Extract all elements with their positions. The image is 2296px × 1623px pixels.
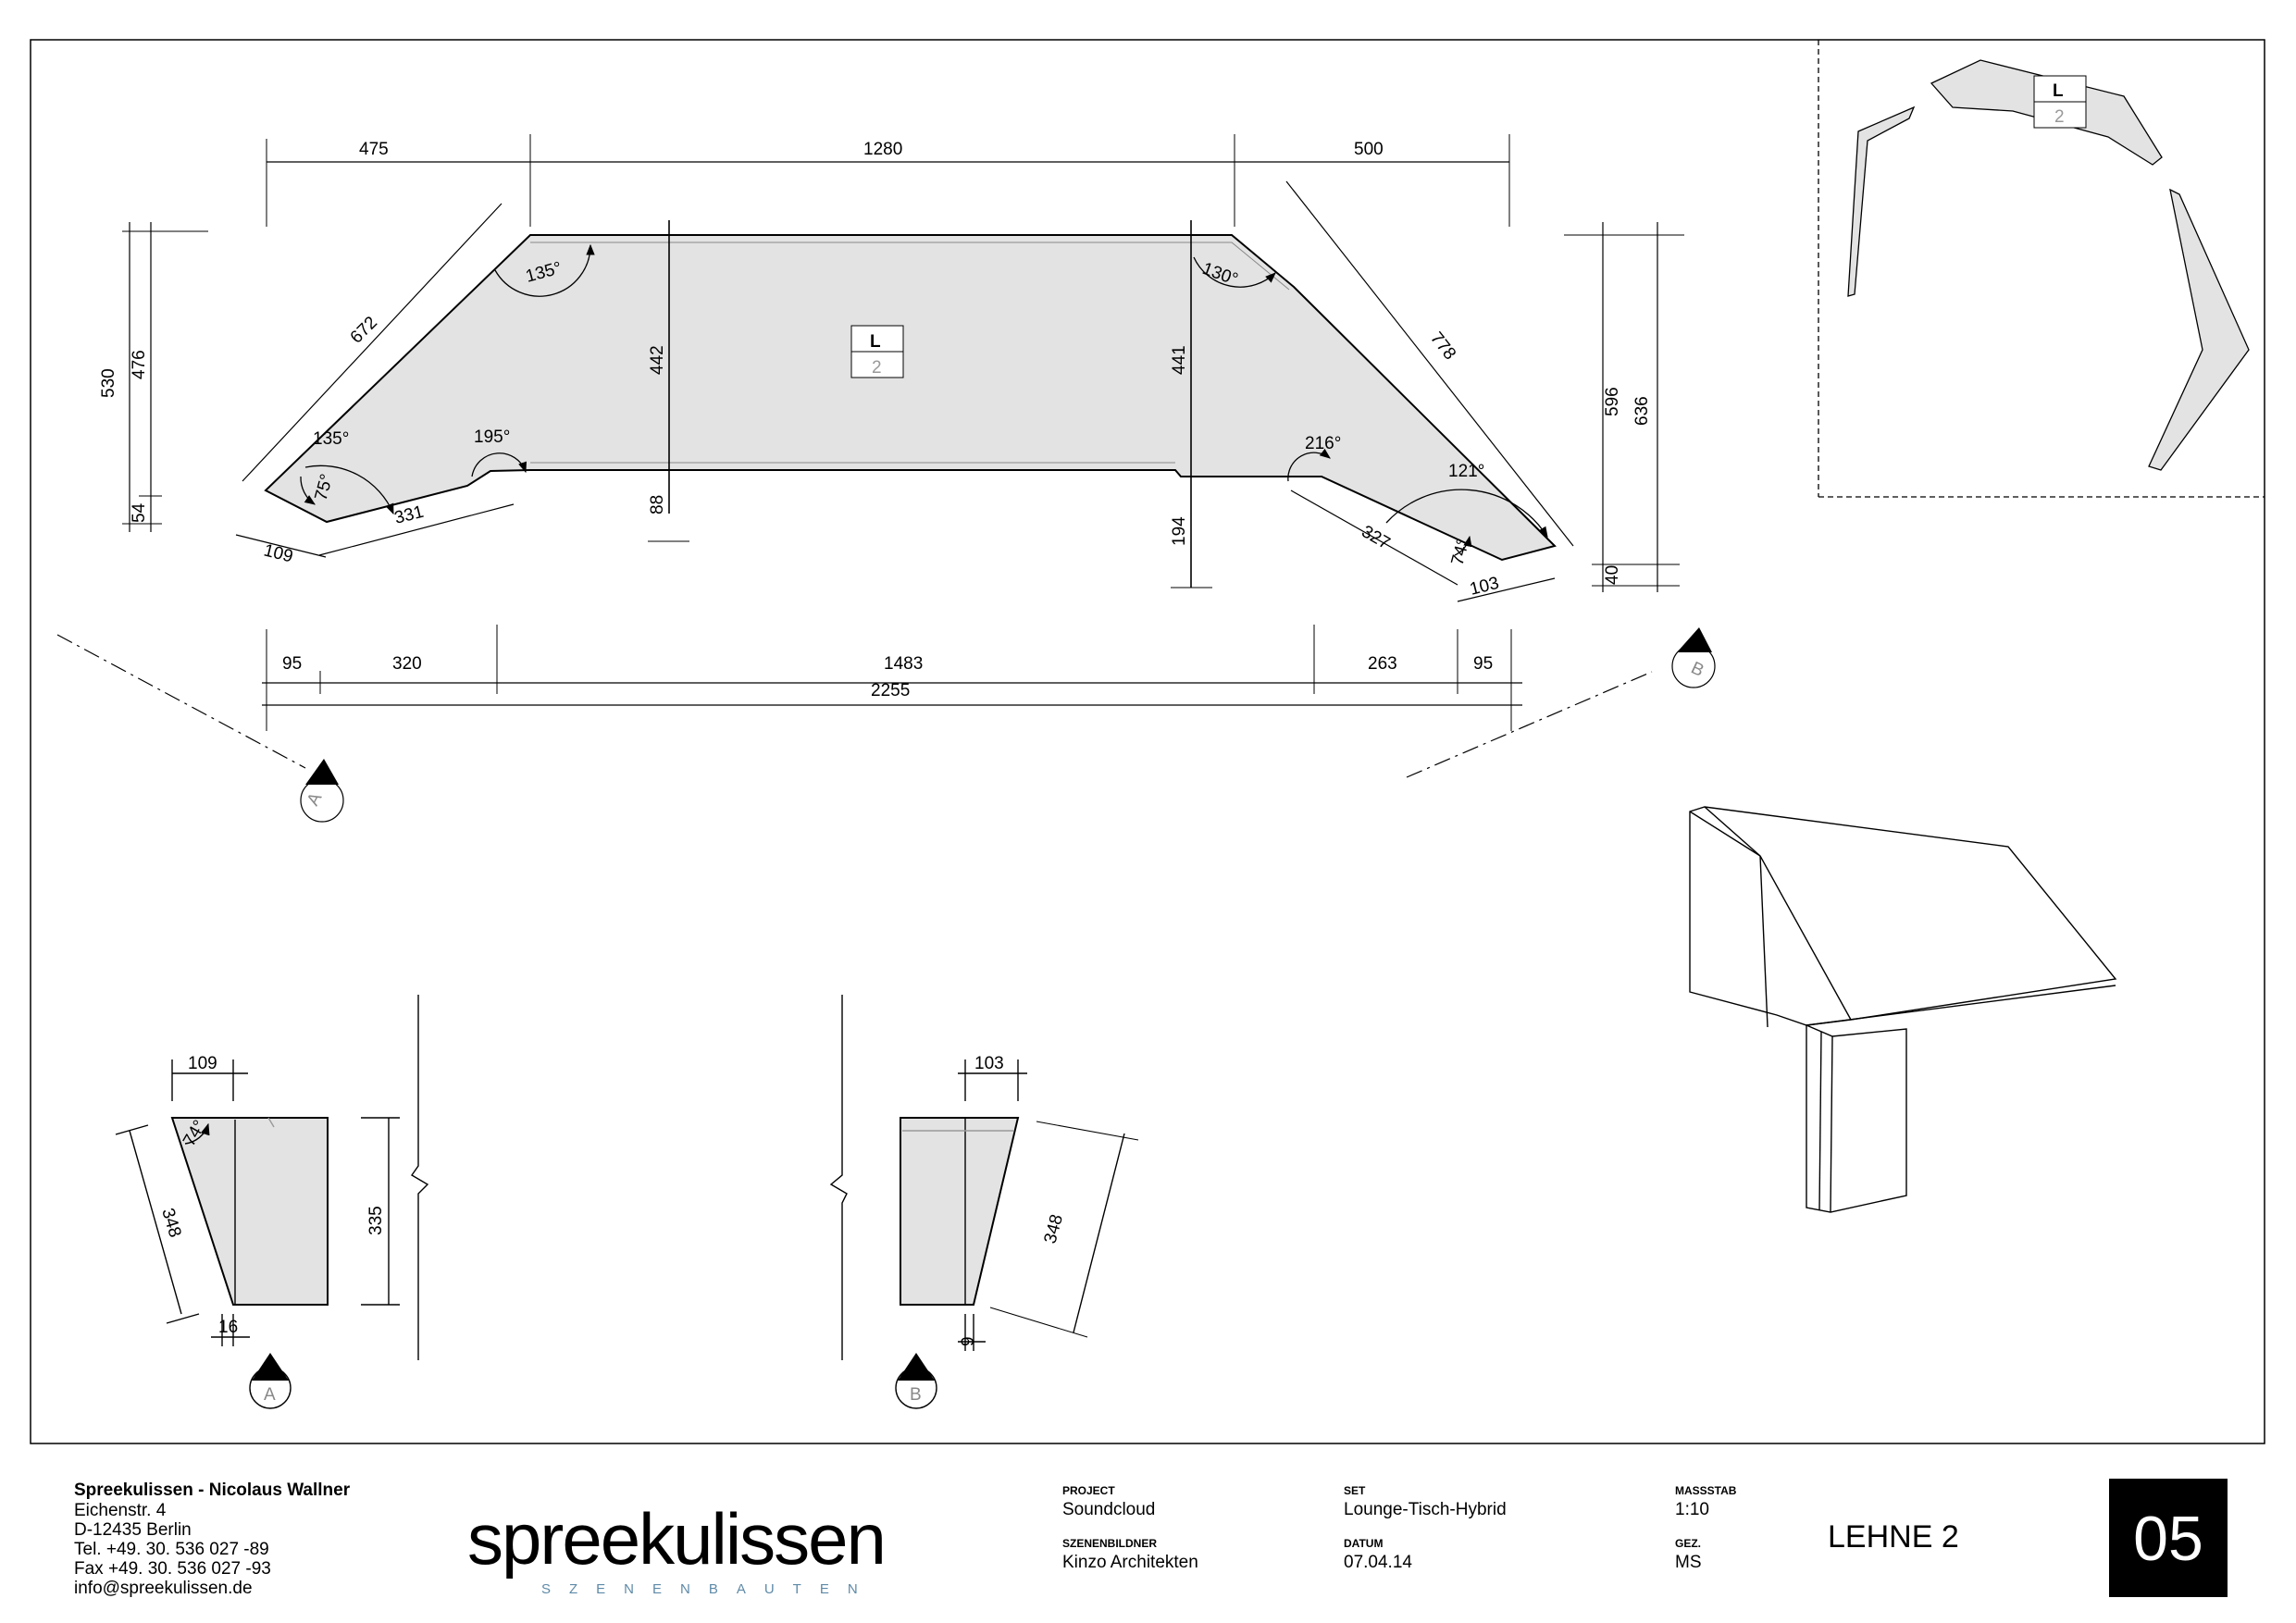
- sheet-title: LEHNE 2: [1828, 1519, 1959, 1555]
- dim-2255: 2255: [871, 681, 910, 700]
- gez-value: MS: [1675, 1553, 1702, 1572]
- section-b: [829, 995, 1139, 1409]
- dim-441: 441: [1170, 345, 1189, 375]
- set-value: Lounge-Tisch-Hybrid: [1344, 1500, 1507, 1519]
- gez-label: GEZ.: [1675, 1537, 1701, 1550]
- dim-596: 596: [1603, 387, 1622, 416]
- dim-109: 109: [262, 540, 295, 566]
- plan-view: [56, 134, 1716, 823]
- dim-54: 54: [130, 502, 149, 523]
- dim-636: 636: [1632, 396, 1652, 426]
- massstab-value: 1:10: [1675, 1500, 1709, 1519]
- isometric-view: [1689, 806, 2117, 1213]
- plan-outline: [264, 234, 1557, 562]
- massstab-label: MASSSTAB: [1675, 1484, 1737, 1497]
- dim-331: 331: [392, 502, 426, 528]
- dim-40: 40: [1603, 565, 1622, 585]
- szenenbildner-value: Kinzo Architekten: [1062, 1553, 1198, 1572]
- section-a-marker: A: [264, 1385, 276, 1405]
- dim-530: 530: [99, 368, 118, 398]
- address-line-1: Eichenstr. 4: [74, 1501, 167, 1520]
- dim-194: 194: [1170, 516, 1189, 546]
- dim-263: 263: [1368, 654, 1397, 674]
- logo-wordmark: spreekulissen: [467, 1498, 885, 1580]
- dim-475: 475: [359, 140, 389, 159]
- drawing-frame: [30, 39, 2265, 1444]
- logo-subline: SZENENBAUTEN: [541, 1581, 876, 1597]
- szenenbildner-label: SZENENBILDNER: [1062, 1537, 1157, 1550]
- section-b-dim-348: 348: [1041, 1212, 1067, 1245]
- sheet-number: 05: [2133, 1504, 2203, 1574]
- dim-500: 500: [1354, 140, 1384, 159]
- sheet-number-box: [2109, 1479, 2228, 1597]
- section-a-dim-348: 348: [157, 1206, 184, 1239]
- datum-value: 07.04.14: [1344, 1553, 1412, 1572]
- angle-195: 195°: [474, 427, 510, 447]
- dim-1280: 1280: [863, 140, 902, 159]
- angle-121: 121°: [1448, 462, 1484, 481]
- section-b-dim-9: 9: [959, 1336, 978, 1346]
- address-line-3: Tel. +49. 30. 536 027 -89: [74, 1540, 269, 1559]
- angle-216: 216°: [1305, 434, 1341, 453]
- dim-95-right: 95: [1473, 654, 1493, 674]
- dim-1483: 1483: [884, 654, 923, 674]
- address-line-4: Fax +49. 30. 536 027 -93: [74, 1559, 271, 1579]
- address-line-2: D-12435 Berlin: [74, 1520, 192, 1540]
- key-plan-tag-bottom: 2: [2054, 107, 2065, 127]
- angle-135-left: 135°: [313, 429, 349, 449]
- section-a-dim-16: 16: [218, 1318, 238, 1337]
- dim-476: 476: [130, 350, 149, 379]
- company-name: Spreekulissen - Nicolaus Wallner: [74, 1481, 351, 1500]
- section-a-dim-109: 109: [188, 1054, 217, 1073]
- title-block: Spreekulissen - Nicolaus Wallner Eichens…: [74, 1479, 2228, 1598]
- section-a: [115, 995, 429, 1409]
- dim-320: 320: [392, 654, 422, 674]
- dim-103: 103: [1468, 574, 1501, 600]
- dim-327: 327: [1359, 522, 1394, 553]
- project-label: PROJECT: [1062, 1484, 1115, 1497]
- dim-778: 778: [1426, 328, 1459, 364]
- dim-88: 88: [648, 495, 667, 514]
- set-label: SET: [1344, 1484, 1366, 1497]
- section-a-dim-335: 335: [366, 1206, 386, 1235]
- section-b-marker: B: [910, 1385, 922, 1405]
- key-plan-tag-top: L: [2053, 81, 2064, 101]
- angle-74: 74°: [1448, 537, 1474, 567]
- address-line-5: info@spreekulissen.de: [74, 1579, 253, 1598]
- section-b-dim-103: 103: [974, 1054, 1004, 1073]
- key-plan: [1818, 40, 2265, 498]
- project-value: Soundcloud: [1062, 1500, 1155, 1519]
- dim-442: 442: [648, 345, 667, 375]
- part-tag-top: L: [870, 332, 881, 352]
- datum-label: DATUM: [1344, 1537, 1383, 1550]
- plan-dimensions: 475 1280 500 672 778 530 476 54 596 636 …: [99, 140, 1652, 700]
- dim-95-left: 95: [282, 654, 302, 674]
- part-tag-bottom: 2: [872, 358, 882, 378]
- dim-672: 672: [347, 313, 381, 347]
